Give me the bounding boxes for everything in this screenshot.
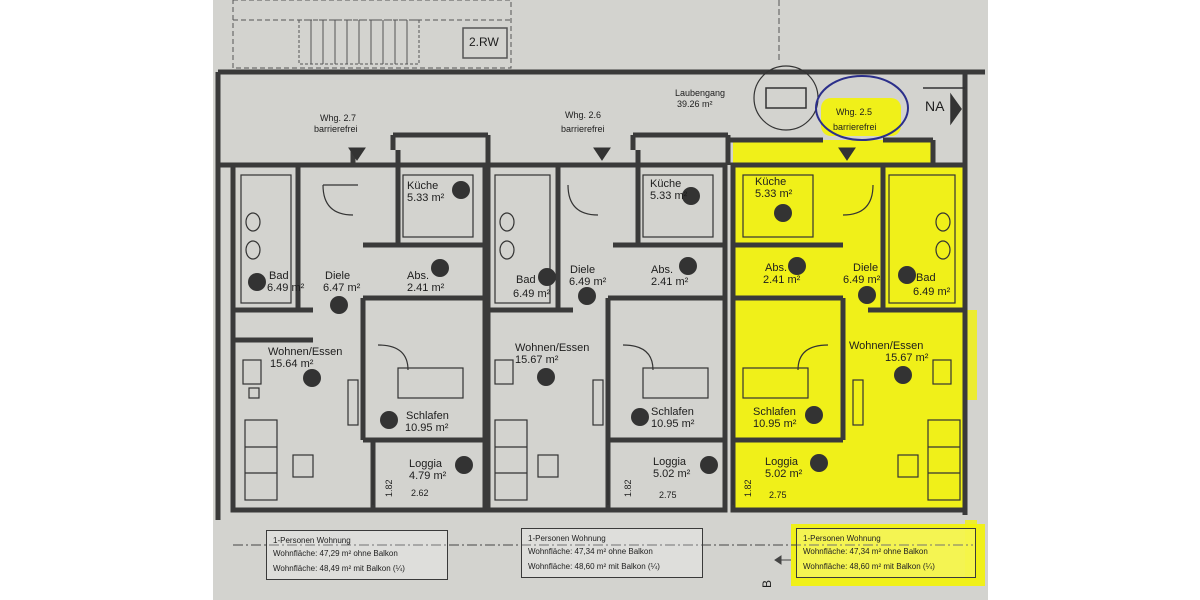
corridor-area: 39.26 m²	[677, 99, 713, 109]
summary-type: 1-Personen Wohnung	[273, 536, 351, 545]
entry-note: barrierefrei	[561, 124, 605, 134]
living-name: Wohnen/Essen	[268, 346, 343, 358]
apartment-summary: 1-Personen Wohnung Wohnfläche: 47,34 m² …	[521, 528, 703, 578]
summary-type: 1-Personen Wohnung	[528, 534, 606, 543]
living-name: Wohnen/Essen	[849, 340, 924, 352]
bed-area: 10.95 m²	[405, 422, 449, 434]
bed-area: 10.95 m²	[753, 418, 797, 430]
bath-area: 6.49 m²	[267, 282, 305, 294]
highlight-edge-right	[965, 310, 977, 400]
loggia-area: 4.79 m²	[409, 470, 447, 482]
corridor-symbols	[753, 65, 965, 141]
kitchen-area: 5.33 m²	[407, 192, 445, 204]
loggia-dimensions	[372, 450, 734, 505]
living-area: 15.67 m²	[515, 354, 559, 366]
storage-name: Abs.	[765, 262, 788, 274]
highlight-edge-right-2	[965, 520, 977, 580]
hall-area: 6.49 m²	[843, 274, 881, 286]
loggia-depth: 1.82	[384, 479, 394, 497]
bath-area: 6.49 m²	[913, 286, 951, 298]
bath-name: Bad	[916, 272, 936, 284]
living-area: 15.67 m²	[885, 352, 929, 364]
summary-type: 1-Personen Wohnung	[803, 534, 881, 543]
hall-name: Diele	[325, 270, 351, 282]
entrance-markers	[348, 147, 856, 161]
kitchen-name: Küche	[407, 180, 439, 192]
bed-name: Schlafen	[406, 410, 449, 422]
corridor-name: Laubengang	[675, 88, 726, 98]
loggia-area: 5.02 m²	[765, 468, 803, 480]
summary-area-without-balcony: Wohnfläche: 47,29 m² ohne Balkon	[273, 549, 398, 558]
bath-name: Bad	[516, 274, 536, 286]
loggia-depth: 1.82	[743, 479, 753, 497]
summary-area-without-balcony: Wohnfläche: 47,34 m² ohne Balkon	[528, 547, 653, 556]
storage-area: 2.41 m²	[407, 282, 445, 294]
stair-outline	[232, 0, 780, 69]
bed-name: Schlafen	[651, 406, 694, 418]
dimension-lines	[233, 544, 973, 565]
kitchen-name: Küche	[650, 178, 682, 190]
hall-area: 6.47 m²	[323, 282, 361, 294]
bed-name: Schlafen	[753, 406, 796, 418]
hall-area: 6.49 m²	[569, 276, 607, 288]
hall-name: Diele	[853, 262, 879, 274]
loggia-width: 2.75	[659, 490, 677, 500]
highlight-title-2-5	[821, 98, 901, 136]
stair-label: 2.RW	[469, 35, 499, 49]
bed-area: 10.95 m²	[651, 418, 695, 430]
highlight-summary-2-5	[791, 524, 985, 586]
kitchen-area: 5.33 m²	[650, 190, 688, 202]
bath-area: 6.49 m²	[513, 288, 551, 300]
living-name: Wohnen/Essen	[515, 342, 590, 354]
loggia-area: 5.02 m²	[653, 468, 691, 480]
floor-plan-drawing	[215, 0, 985, 586]
storage-area: 2.41 m²	[651, 276, 689, 288]
storage-name: Abs.	[651, 264, 674, 276]
furniture	[240, 174, 961, 501]
storage-name: Abs.	[407, 270, 430, 282]
kitchen-name: Küche	[755, 176, 787, 188]
loggia-width: 2.62	[411, 488, 429, 498]
kitchen-area: 5.33 m²	[755, 188, 793, 200]
entry-note: barrierefrei	[314, 124, 358, 134]
summary-area-with-balcony: Wohnfläche: 48,60 m² mit Balkon (¼)	[528, 562, 660, 571]
section-marker: B	[760, 579, 774, 588]
apartment-summary: 1-Personen Wohnung Wohnfläche: 47,29 m² …	[266, 530, 448, 580]
loggia-name: Loggia	[409, 458, 443, 470]
entry-name: Whg. 2.6	[565, 110, 602, 120]
entry-name: Whg. 2.7	[320, 113, 357, 123]
room-markers	[248, 181, 916, 474]
summary-area-without-balcony: Wohnfläche: 47,34 m² ohne Balkon	[803, 547, 928, 556]
summary-area-with-balcony: Wohnfläche: 48,60 m² mit Balkon (¼)	[803, 562, 935, 571]
apartment-summary: 1-Personen Wohnung Wohnfläche: 47,34 m² …	[796, 528, 976, 578]
loggia-width: 2.75	[769, 490, 787, 500]
loggia-depth: 1.82	[623, 479, 633, 497]
loggia-name: Loggia	[653, 456, 687, 468]
summary-area-with-balcony: Wohnfläche: 48,49 m² mit Balkon (¼)	[273, 564, 405, 573]
bath-name: Bad	[269, 270, 289, 282]
entry-note: barrierefrei	[833, 122, 877, 132]
floor-plan-sheet: 2.RW Laubengang 39.26 m² NA Whg. 2.7 bar…	[213, 0, 988, 600]
living-area: 15.64 m²	[270, 358, 314, 370]
na-label: NA	[925, 98, 945, 114]
hall-name: Diele	[570, 264, 596, 276]
loggia-name: Loggia	[765, 456, 799, 468]
highlight-apartment-2-5	[733, 140, 965, 510]
entry-name: Whg. 2.5	[836, 107, 873, 117]
storage-area: 2.41 m²	[763, 274, 801, 286]
